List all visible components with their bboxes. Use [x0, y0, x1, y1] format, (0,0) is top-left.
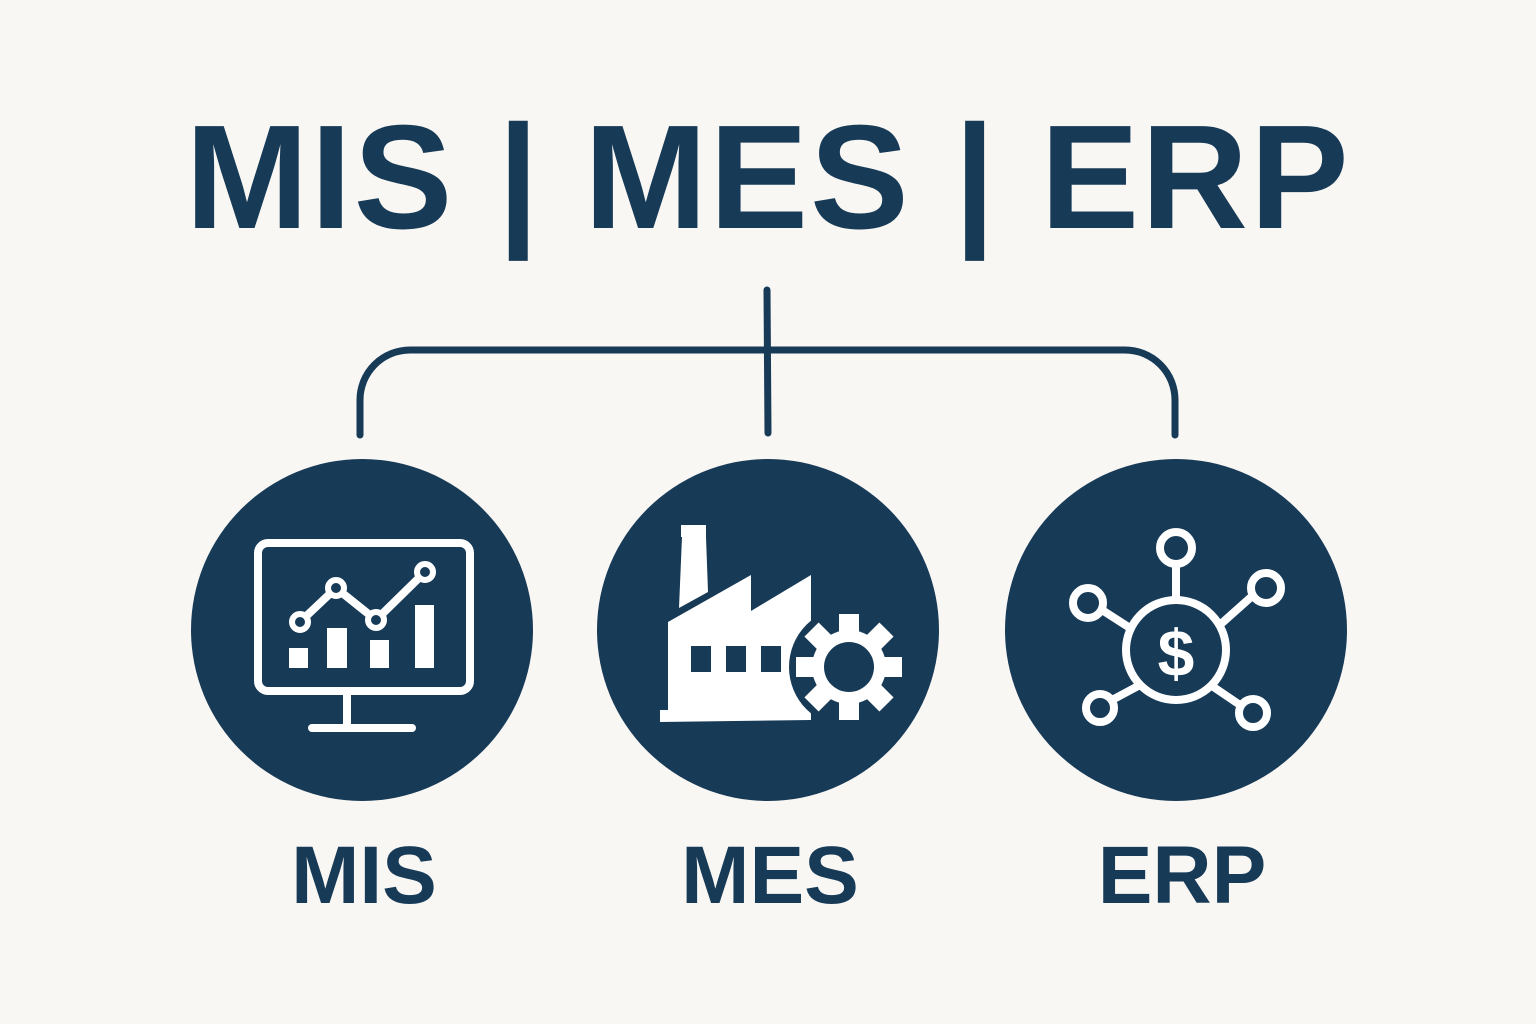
connector-lines [356, 286, 1179, 439]
node-mis [191, 459, 533, 801]
monitor-chart-icon [254, 539, 474, 732]
node-mes [597, 459, 939, 801]
connector-branch [356, 346, 1179, 439]
node-erp: $ [1005, 459, 1347, 801]
label-mis: MIS [291, 830, 437, 921]
svg-text:$: $ [1158, 616, 1195, 690]
label-mes: MES [681, 830, 859, 921]
diagram-title: MIS | MES | ERP [185, 95, 1351, 260]
mis-circle [191, 459, 533, 801]
factory-gear-icon [660, 525, 909, 727]
dollar-network-icon: $ [1069, 528, 1285, 731]
label-erp: ERP [1097, 830, 1267, 921]
connector-trunk [763, 286, 772, 437]
